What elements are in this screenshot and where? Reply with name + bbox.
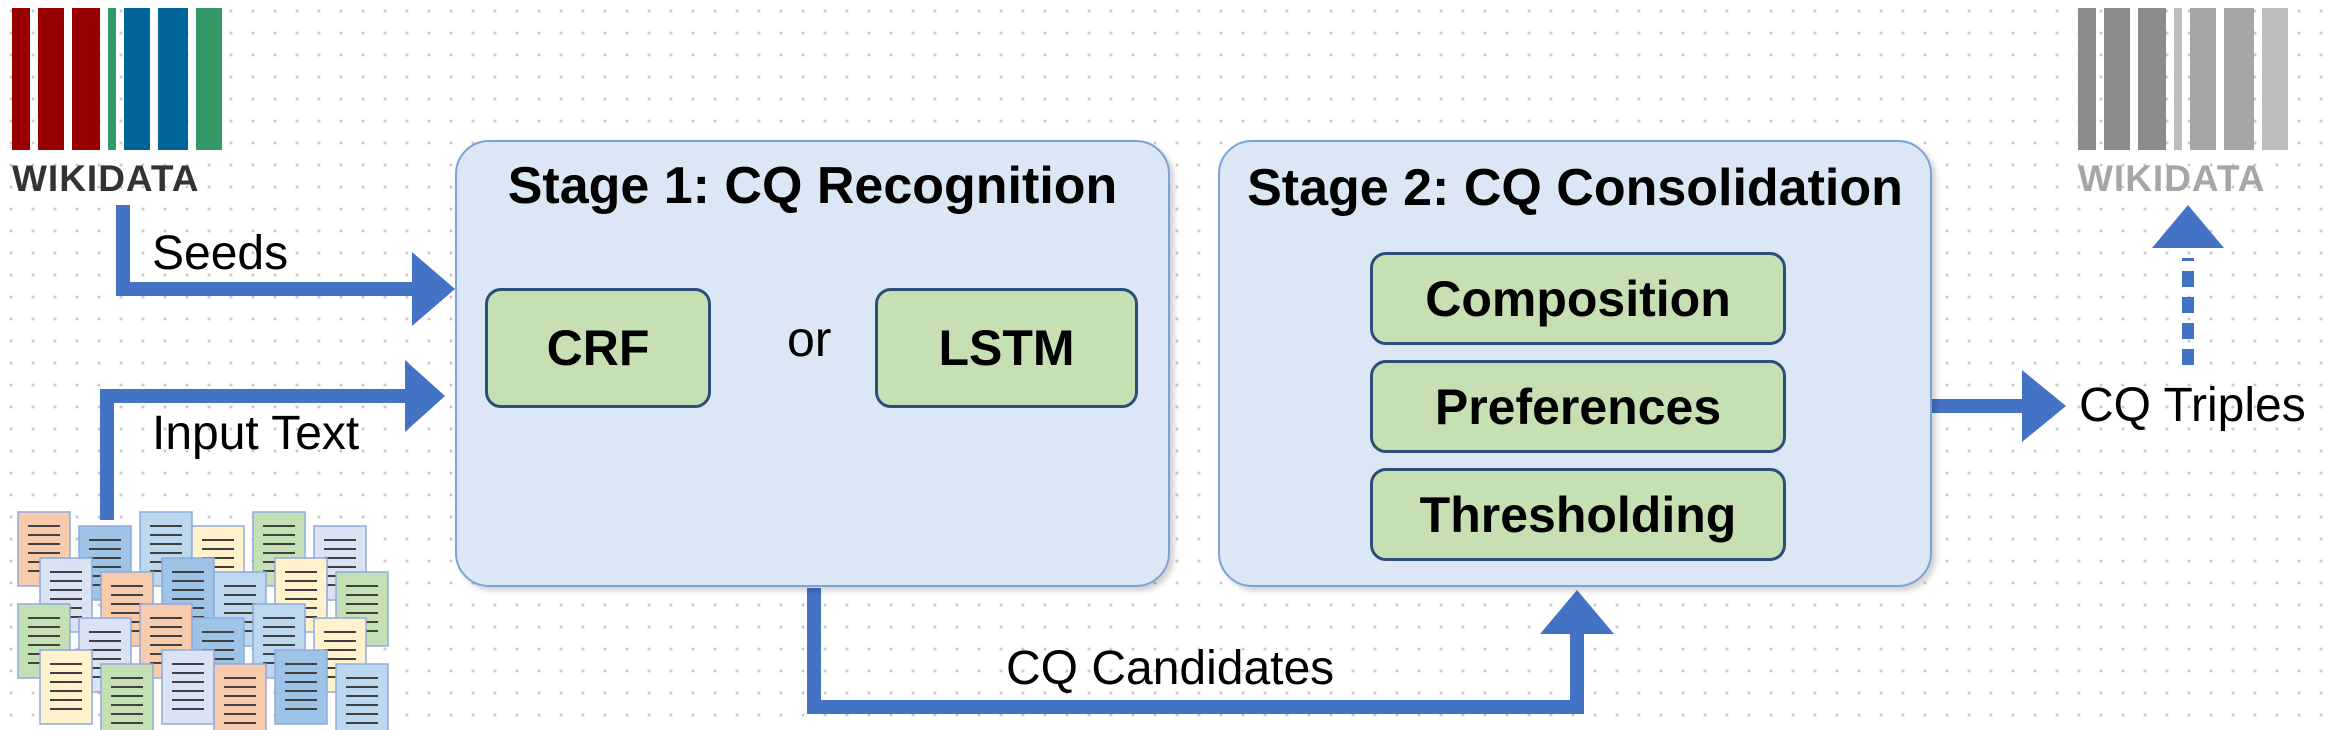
input-text-label: Input Text [152,407,360,460]
barcode-bar [196,8,222,150]
input-text-arrow-head [405,360,445,432]
barcode-bar [108,8,116,150]
document-pile-icon [17,511,389,730]
cq-candidates-label: CQ Candidates [1006,642,1335,695]
barcode-bar [124,8,150,150]
barcode-bar [2262,8,2288,150]
stage1-title: Stage 1: CQ Recognition [507,157,1118,215]
barcode-bar [2078,8,2096,150]
seeds-label: Seeds [152,227,289,280]
wikidata-logo-left: WIKIDATA [12,8,242,199]
crf-method-box: CRF [485,288,711,408]
barcode-bar [2174,8,2182,150]
seeds-arrow-line [116,205,412,296]
barcode-bar [2224,8,2254,150]
triples-arrow-head [2022,370,2066,442]
document-sheet [161,649,215,725]
cq-triples-label: CQ Triples [2079,379,2306,432]
lstm-method-box: LSTM [875,288,1138,408]
barcode-bar [2104,8,2130,150]
preferences-step-box: Preferences [1370,360,1786,453]
composition-step-box: Composition [1370,252,1786,345]
upload-dotted-arrow-head [2152,205,2224,248]
document-sheet [100,663,154,730]
wikidata-logo-right: WIKIDATA [2078,8,2308,199]
document-sheet [274,649,328,725]
barcode-bar [2190,8,2216,150]
or-label: or [787,311,832,367]
stage2-box: Stage 2: CQ Consolidation Composition Pr… [1218,140,1932,587]
wikidata-barcode-grey-icon [2078,8,2288,150]
barcode-bar [12,8,30,150]
seeds-arrow-head [412,252,455,326]
wikidata-barcode-icon [12,8,222,150]
barcode-bar [2138,8,2166,150]
stage2-title: Stage 2: CQ Consolidation [1247,159,1903,217]
thresholding-step-box: Thresholding [1370,468,1786,561]
barcode-bar [38,8,64,150]
barcode-bar [158,8,188,150]
barcode-bar [72,8,100,150]
input-text-arrow-line [100,389,405,520]
wikidata-wordmark-right: WIKIDATA [2078,158,2266,199]
stage1-box: Stage 1: CQ Recognition CRF or LSTM [455,140,1170,587]
candidates-arrow-line [807,588,1584,714]
wikidata-wordmark-left: WIKIDATA [12,158,200,199]
candidates-arrow-head [1540,590,1614,634]
document-sheet [39,649,93,725]
